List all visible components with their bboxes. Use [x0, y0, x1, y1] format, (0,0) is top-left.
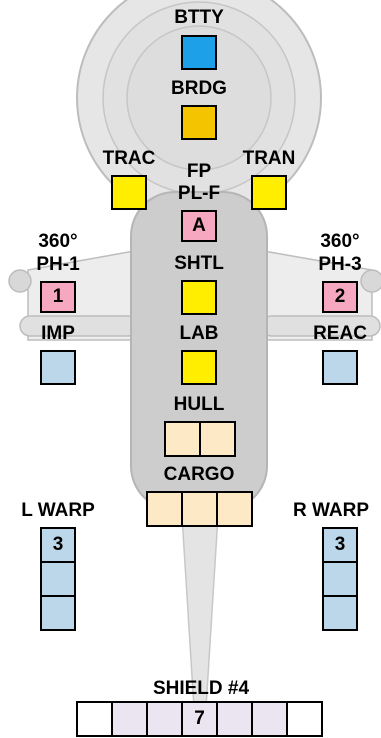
brdg-box[interactable] — [181, 105, 217, 140]
imp-box[interactable] — [40, 350, 76, 385]
trac-box[interactable] — [111, 175, 147, 210]
saucer-center-ring — [126, 25, 272, 171]
fp-label: FP — [186, 161, 212, 182]
reac-label: REAC — [313, 323, 367, 344]
reac-box[interactable] — [322, 350, 358, 385]
shield-box-1[interactable] — [76, 701, 113, 737]
cargo-box-1[interactable] — [146, 491, 183, 527]
shtl-label: SHTL — [174, 253, 224, 274]
rwarp-box-2[interactable] — [322, 561, 358, 597]
brdg-label: BRDG — [171, 78, 227, 99]
ph3-box[interactable]: 2 — [322, 281, 358, 313]
plf-box[interactable]: A — [181, 210, 217, 242]
hull-label: HULL — [173, 394, 225, 415]
ph1-box[interactable]: 1 — [40, 281, 76, 313]
lwarp-box-1[interactable]: 3 — [40, 527, 76, 563]
shtl-box[interactable] — [181, 280, 217, 315]
cargo-label: CARGO — [163, 464, 235, 485]
shield-box-6[interactable] — [251, 701, 288, 737]
rear-strut — [180, 499, 220, 709]
imp-label: IMP — [41, 323, 75, 344]
lab-label: LAB — [179, 323, 219, 344]
ph3-label: PH-3 — [318, 254, 362, 275]
ph1-label: PH-1 — [36, 254, 80, 275]
shield-box-5[interactable] — [216, 701, 253, 737]
tran-label: TRAN — [242, 148, 296, 169]
shield-box-2[interactable] — [111, 701, 148, 737]
rwarp-box-3[interactable] — [322, 595, 358, 631]
tran-box[interactable] — [251, 175, 287, 210]
right-wing-tip — [360, 269, 381, 293]
lwarp-label: L WARP — [21, 500, 95, 521]
hull-box-1[interactable] — [164, 421, 201, 457]
rwarp-label: R WARP — [293, 501, 369, 521]
plf-label: PL-F — [177, 183, 221, 204]
ph1-arc-label: 360° — [38, 231, 78, 252]
left-nacelle-bar — [19, 315, 139, 337]
shield-box-7[interactable] — [286, 701, 323, 737]
ph3-arc-label: 360° — [320, 231, 360, 252]
lwarp-box-2[interactable] — [40, 561, 76, 597]
hull-box-2[interactable] — [199, 421, 236, 457]
cargo-box-2[interactable] — [181, 491, 218, 527]
btty-box[interactable] — [181, 35, 217, 70]
cargo-box-3[interactable] — [216, 491, 253, 527]
lwarp-box-3[interactable] — [40, 595, 76, 631]
shield-box-4[interactable]: 7 — [181, 701, 218, 737]
btty-label: BTTY — [174, 7, 224, 28]
left-wing-tip — [8, 269, 32, 293]
shield4-label: SHIELD #4 — [152, 678, 250, 699]
trac-label: TRAC — [102, 148, 156, 169]
rwarp-box-1[interactable]: 3 — [322, 527, 358, 563]
lab-box[interactable] — [181, 350, 217, 385]
shield-box-3[interactable] — [146, 701, 183, 737]
